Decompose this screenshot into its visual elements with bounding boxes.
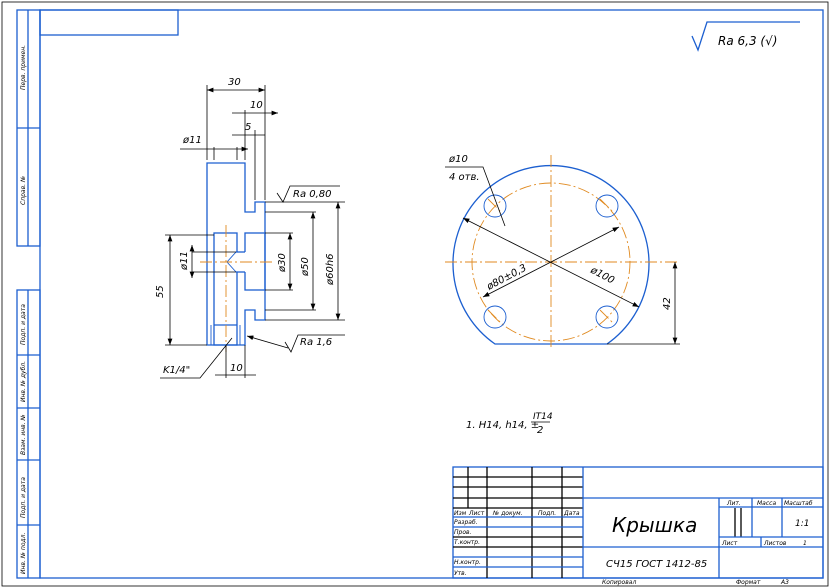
technical-note: 1. H14, h14, ± IT14 2 bbox=[466, 412, 553, 436]
role-developer: Разраб. bbox=[454, 519, 478, 526]
stamp-label: Подп. и дата bbox=[20, 304, 27, 345]
copied-label: Копировал bbox=[602, 579, 636, 586]
header-doc: № докум. bbox=[492, 510, 523, 517]
header-izm: Изм bbox=[454, 510, 467, 517]
dim-55: 55 bbox=[155, 285, 166, 298]
holes-count: 4 отв. bbox=[449, 172, 480, 183]
section-view: 30 10 5 ø11 Ra 0,80 ø11 ø30 ø50 ø60h6 55… bbox=[155, 77, 345, 379]
scale-label: Масштаб bbox=[784, 500, 813, 507]
roughness-text: Ra 6,3 (√) bbox=[718, 34, 777, 48]
dim-10: 10 bbox=[250, 100, 263, 111]
role-approved: Утв. bbox=[454, 570, 467, 577]
lit-label: Лит. bbox=[726, 500, 741, 507]
format-value: A3 bbox=[780, 579, 789, 586]
dim-d11-side: ø11 bbox=[179, 251, 190, 271]
header-date: Дата bbox=[563, 510, 580, 517]
scale-value: 1:1 bbox=[795, 519, 809, 529]
stamp-label: Перв. примен. bbox=[20, 45, 27, 90]
top-left-box bbox=[39, 9, 179, 36]
sheet-label: Лист bbox=[721, 540, 738, 547]
note-text: 1. H14, h14, ± bbox=[466, 420, 539, 431]
dim-5: 5 bbox=[245, 122, 251, 133]
roughness-ra080: Ra 0,80 bbox=[293, 189, 332, 200]
thread-label: K1/4" bbox=[163, 365, 190, 376]
stamp-label: Подп. и дата bbox=[20, 477, 27, 518]
sheets-value: 1 bbox=[803, 540, 807, 547]
note-denominator: 2 bbox=[537, 425, 543, 436]
dim-d50: ø50 bbox=[300, 257, 311, 277]
header-sign: Подп. bbox=[538, 510, 556, 517]
dim-d60h6: ø60h6 bbox=[325, 253, 336, 286]
stamp-label: Взам. инв. № bbox=[20, 414, 27, 455]
general-roughness-symbol: Ra 6,3 (√) bbox=[691, 21, 800, 52]
front-view: ø10 4 отв. ø80±0,3 ø100 42 bbox=[445, 154, 680, 350]
dim-10-bottom: 10 bbox=[230, 363, 243, 374]
dim-d11-top: ø11 bbox=[182, 135, 202, 146]
stamp-label: Инв. № дубл. bbox=[20, 361, 27, 402]
dim-d10: ø10 bbox=[448, 154, 468, 165]
dim-d30: ø30 bbox=[277, 253, 288, 273]
stamp-label: Справ. № bbox=[20, 176, 27, 205]
role-checker: Пров. bbox=[454, 529, 472, 536]
dim-d80: ø80±0,3 bbox=[484, 263, 528, 293]
dim-42: 42 bbox=[662, 297, 673, 310]
dim-30: 30 bbox=[228, 77, 241, 88]
part-name: Крышка bbox=[612, 513, 697, 537]
title-block: Изм Лист № докум. Подп. Дата Разраб. Про… bbox=[452, 466, 824, 586]
material: СЧ15 ГОСТ 1412-85 bbox=[606, 559, 707, 570]
format-label: Формат bbox=[736, 579, 761, 586]
stamp-label: Инв. № подл. bbox=[20, 533, 27, 574]
sheets-label: Листов bbox=[763, 540, 787, 547]
mass-label: Масса bbox=[757, 500, 776, 507]
role-tech-control: Т.контр. bbox=[454, 539, 480, 546]
role-norm-control: Н.контр. bbox=[454, 559, 481, 566]
side-stamp: Перв. примен. Справ. № Подп. и дата Инв.… bbox=[16, 9, 41, 579]
header-list: Лист bbox=[468, 510, 485, 517]
note-numerator: IT14 bbox=[533, 412, 553, 422]
roughness-ra16: Ra 1,6 bbox=[300, 337, 332, 348]
